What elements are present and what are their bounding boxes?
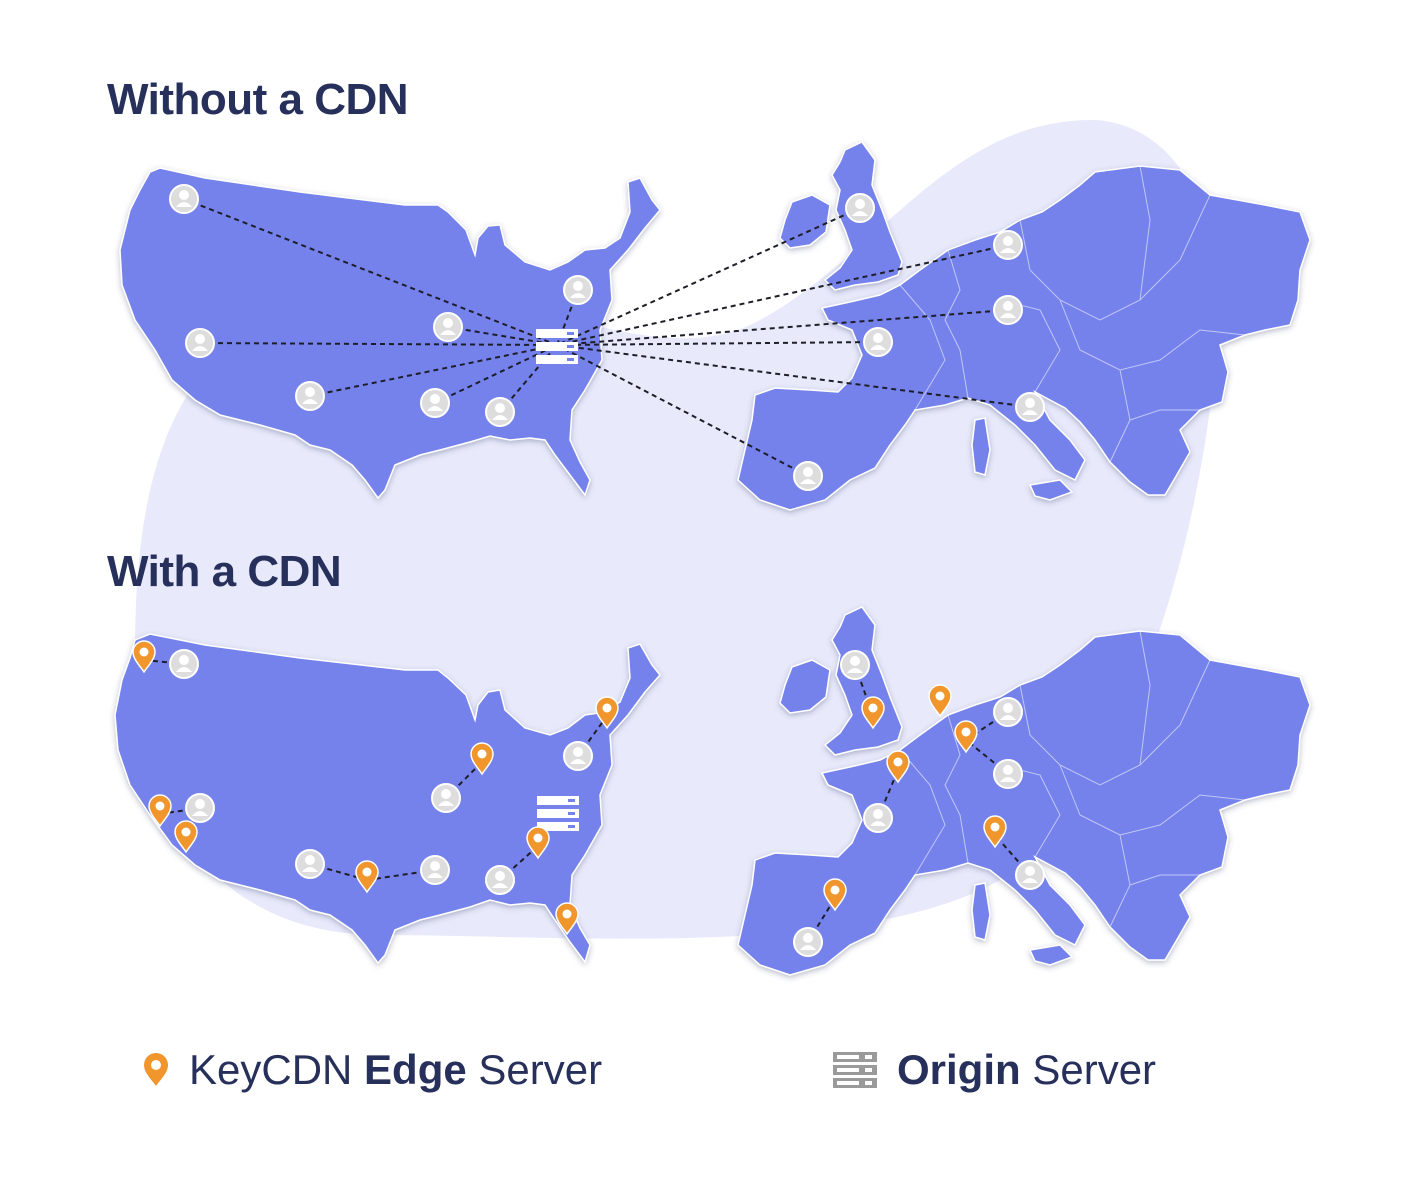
uk-landmass-bottom <box>823 606 903 756</box>
legend-edge-suffix: Server <box>478 1046 603 1093</box>
legend-edge-bold: Edge <box>364 1046 467 1093</box>
user-icon <box>1015 860 1045 890</box>
user-icon <box>793 927 823 957</box>
user-icon <box>485 865 515 895</box>
user-icon <box>793 461 823 491</box>
user-icon <box>485 397 515 427</box>
user-icon <box>295 849 325 879</box>
user-icon <box>993 295 1023 325</box>
user-icon <box>993 697 1023 727</box>
user-icon <box>993 230 1023 260</box>
user-icon <box>845 193 875 223</box>
europe-landmass-top <box>737 165 1311 511</box>
user-icon <box>420 855 450 885</box>
user-icon <box>863 803 893 833</box>
usa-landmass-bottom <box>114 633 661 965</box>
section-title-without-cdn: Without a CDN <box>107 75 409 124</box>
user-icon <box>185 793 215 823</box>
map-pin-icon <box>144 1053 168 1086</box>
user-icon <box>431 783 461 813</box>
user-icon <box>840 650 870 680</box>
usa-landmass-top <box>119 167 661 500</box>
section-title-with-cdn: With a CDN <box>107 547 342 596</box>
legend-origin-server: Origin Server <box>833 1048 1156 1092</box>
sicily-bottom <box>1028 944 1074 966</box>
europe-landmass-bottom <box>737 630 1311 976</box>
user-icon <box>993 759 1023 789</box>
user-icon <box>295 381 325 411</box>
server-icon <box>833 1052 877 1088</box>
corsica-sardinia-bottom <box>971 882 991 941</box>
legend-origin-bold: Origin <box>897 1046 1021 1093</box>
legend-origin-suffix: Server <box>1032 1046 1157 1093</box>
user-icon <box>863 327 893 357</box>
user-icon <box>169 184 199 214</box>
corsica-sardinia-top <box>971 417 991 476</box>
user-icon <box>1015 392 1045 422</box>
legend-edge-prefix: KeyCDN <box>189 1046 353 1093</box>
map-without-cdn <box>119 141 1311 511</box>
legend-edge-server: KeyCDN Edge Server <box>143 1048 602 1092</box>
user-icon <box>420 388 450 418</box>
user-icon <box>563 741 593 771</box>
ireland-landmass-bottom <box>779 659 831 714</box>
map-with-cdn <box>114 606 1311 976</box>
user-icon <box>563 275 593 305</box>
origin-server-icon <box>536 329 578 364</box>
user-icon <box>185 328 215 358</box>
ireland-landmass-top <box>779 194 831 249</box>
user-icon <box>433 312 463 342</box>
user-icon <box>169 649 199 679</box>
sicily-top <box>1028 479 1074 501</box>
origin-server-icon <box>537 796 579 831</box>
